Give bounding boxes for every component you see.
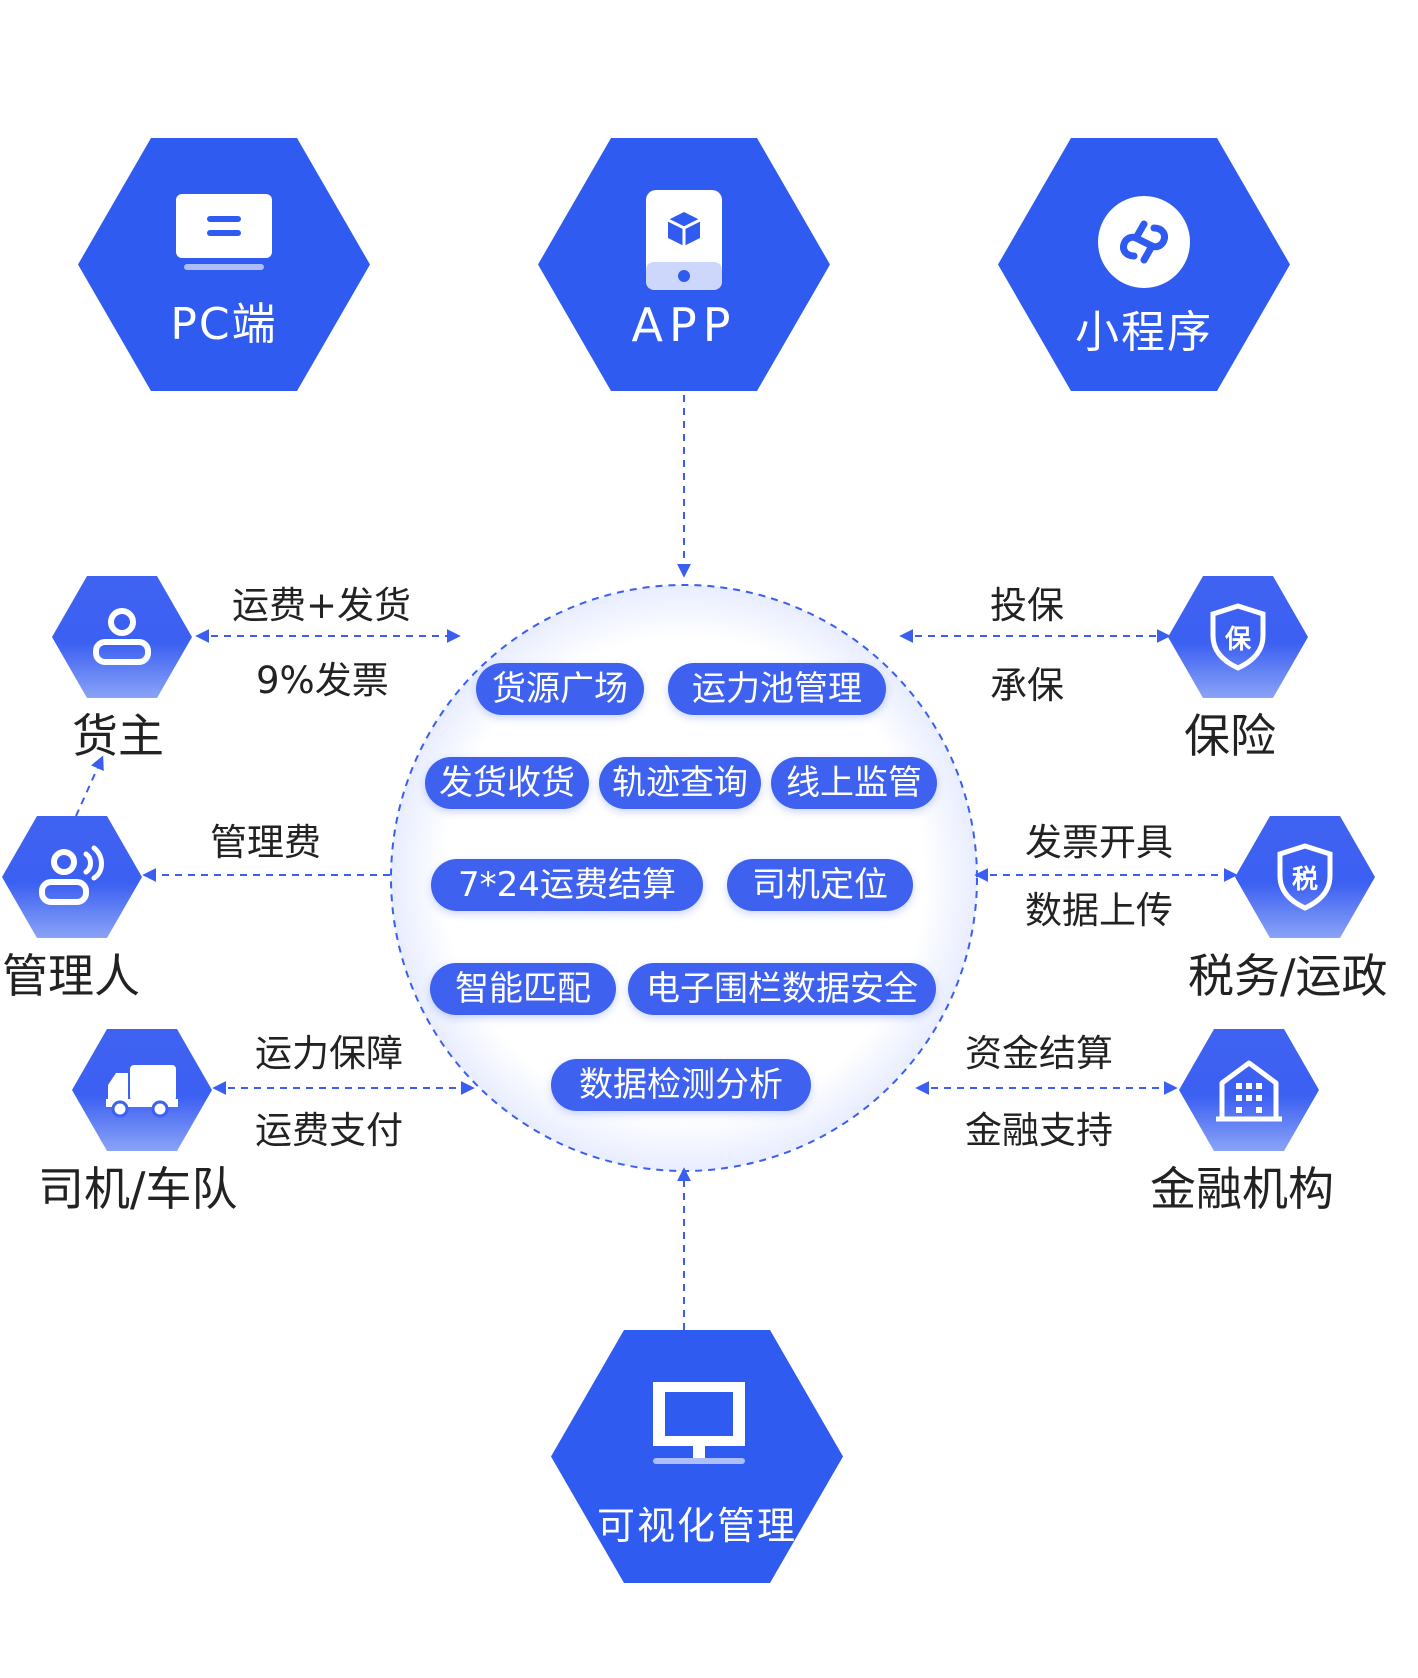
finance-label: 金融机构 <box>1150 1162 1334 1216</box>
node-insurance[interactable]: 保 <box>1168 576 1308 698</box>
edge-label-finance-top: 资金结算 <box>965 1032 1113 1075</box>
app-label: APP <box>631 298 737 352</box>
mobile-cube-icon <box>646 190 722 290</box>
edge-label-insurance-top: 投保 <box>990 584 1064 627</box>
node-visual-management[interactable]: 可视化管理 <box>551 1330 843 1583</box>
edge-label-finance-bottom: 金融支持 <box>965 1109 1113 1152</box>
feature-pill[interactable]: 数据检测分析 <box>551 1059 811 1111</box>
monitor-icon <box>653 1382 745 1464</box>
feature-pill[interactable]: 发货收货 <box>425 757 589 809</box>
finance-hexagon <box>1179 1029 1319 1151</box>
shield-bao-icon: 保 <box>1210 603 1266 671</box>
truck-icon <box>106 1065 178 1118</box>
svg-text:税: 税 <box>1292 865 1318 895</box>
edge-label-tax-bottom: 数据上传 <box>1025 889 1173 932</box>
manager-label: 管理人 <box>2 949 140 1003</box>
feature-pill[interactable]: 智能匹配 <box>430 963 616 1015</box>
edge-label-manager: 管理费 <box>210 821 321 864</box>
feature-pill[interactable]: 电子围栏数据安全 <box>628 963 936 1015</box>
shipper-label: 货主 <box>72 709 164 763</box>
node-finance[interactable] <box>1179 1029 1319 1151</box>
edge-label-driver-top: 运力保障 <box>255 1032 403 1075</box>
feature-pill[interactable]: 线上监管 <box>771 757 937 809</box>
pc-label: PC端 <box>170 299 278 350</box>
edge-manager-shipper <box>75 755 104 817</box>
feature-pill[interactable]: 7*24运费结算 <box>431 859 703 911</box>
feature-pill[interactable]: 运力池管理 <box>668 663 886 715</box>
insurance-hexagon <box>1168 576 1308 698</box>
edge-label-shipper-top: 运费+发货 <box>232 584 412 627</box>
edge-label-driver-bottom: 运费支付 <box>255 1109 403 1152</box>
visual-label: 可视化管理 <box>596 1504 797 1548</box>
mini-label: 小程序 <box>1075 307 1213 358</box>
node-pc[interactable]: PC端 <box>78 138 370 391</box>
user-icon <box>93 608 151 665</box>
pc-window-icon <box>176 194 272 270</box>
building-icon <box>1216 1060 1282 1122</box>
node-manager[interactable] <box>2 816 142 938</box>
node-tax[interactable]: 税 <box>1235 816 1375 938</box>
feature-pill[interactable]: 轨迹查询 <box>599 757 761 809</box>
edge-label-insurance-bottom: 承保 <box>990 664 1064 707</box>
feature-pill[interactable]: 货源广场 <box>476 663 644 715</box>
node-driver[interactable] <box>72 1029 212 1151</box>
node-mini-program[interactable]: 小程序 <box>998 138 1290 391</box>
feature-pill[interactable]: 司机定位 <box>727 859 913 911</box>
tax-hexagon <box>1235 816 1375 938</box>
tax-label: 税务/运政 <box>1188 949 1388 1003</box>
shield-shui-icon: 税 <box>1277 843 1333 911</box>
node-shipper[interactable] <box>52 576 192 698</box>
svg-text:保: 保 <box>1224 625 1252 655</box>
edge-label-tax-top: 发票开具 <box>1025 821 1173 864</box>
user-voice-icon <box>39 845 104 905</box>
insurance-label: 保险 <box>1184 709 1276 763</box>
driver-label: 司机/车队 <box>38 1162 238 1216</box>
node-app[interactable]: APP <box>538 138 830 391</box>
mini-program-icon <box>1098 196 1190 288</box>
edge-label-shipper-bottom: 9%发票 <box>256 659 389 702</box>
